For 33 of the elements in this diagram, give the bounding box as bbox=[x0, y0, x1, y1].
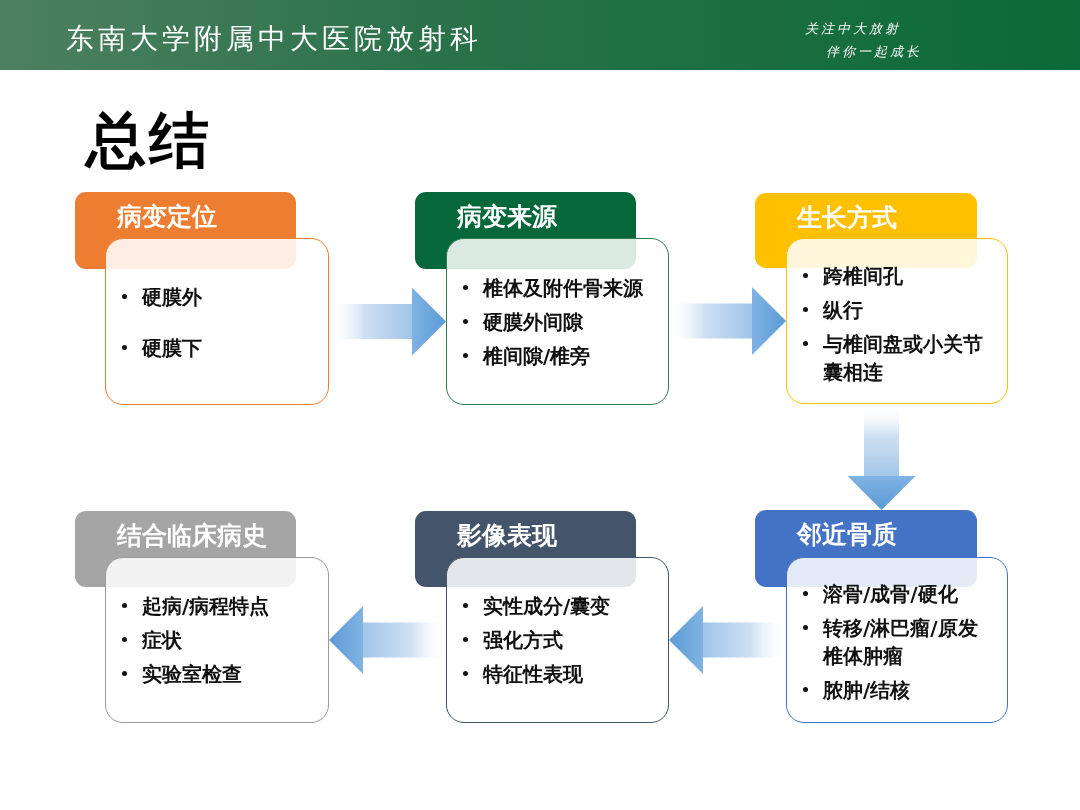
page-title: 总结 bbox=[86, 104, 212, 176]
content-panel bbox=[786, 238, 1008, 404]
list-item: 溶骨/成骨/硬化 bbox=[823, 581, 959, 608]
content-panel bbox=[446, 238, 669, 405]
group-title: 病变来源 bbox=[457, 201, 557, 233]
content-panel bbox=[105, 238, 329, 405]
list-item: 转移/淋巴瘤/原发椎体肿瘤 bbox=[823, 615, 979, 670]
group-title: 影像表现 bbox=[457, 520, 557, 552]
list-item: 纵行 bbox=[823, 297, 864, 324]
list-item: 实性成分/囊变 bbox=[483, 593, 612, 620]
list-item: 起病/病程特点 bbox=[142, 593, 271, 620]
banner-title: 东南大学附属中大医院放射科 bbox=[66, 22, 482, 56]
group-title: 邻近骨质 bbox=[797, 519, 897, 551]
list-item: 强化方式 bbox=[483, 627, 564, 654]
list-item: 特征性表现 bbox=[483, 661, 584, 688]
list-item: 与椎间盘或小关节囊相连 bbox=[823, 331, 984, 386]
list-item: 症状 bbox=[142, 627, 183, 654]
list-item: 硬膜外 bbox=[142, 284, 203, 311]
group-title: 结合临床病史 bbox=[117, 520, 267, 552]
list-item: 椎体及附件骨来源 bbox=[483, 275, 644, 302]
list-item: 跨椎间孔 bbox=[823, 263, 904, 290]
group-title: 生长方式 bbox=[797, 202, 897, 234]
list-item: 椎间隙/椎旁 bbox=[483, 343, 592, 370]
group-title: 病变定位 bbox=[117, 201, 217, 233]
slogan-text: 关注中大放射 bbox=[805, 20, 901, 38]
content-panel bbox=[105, 557, 329, 723]
slogan-text: 伴你一起成长 bbox=[826, 43, 922, 61]
content-panel bbox=[446, 557, 669, 723]
list-item: 硬膜下 bbox=[142, 335, 203, 362]
list-item: 脓肿/结核 bbox=[823, 677, 912, 704]
content-panel bbox=[786, 557, 1008, 723]
list-item: 硬膜外间隙 bbox=[483, 309, 584, 336]
list-item: 实验室检查 bbox=[142, 661, 243, 688]
